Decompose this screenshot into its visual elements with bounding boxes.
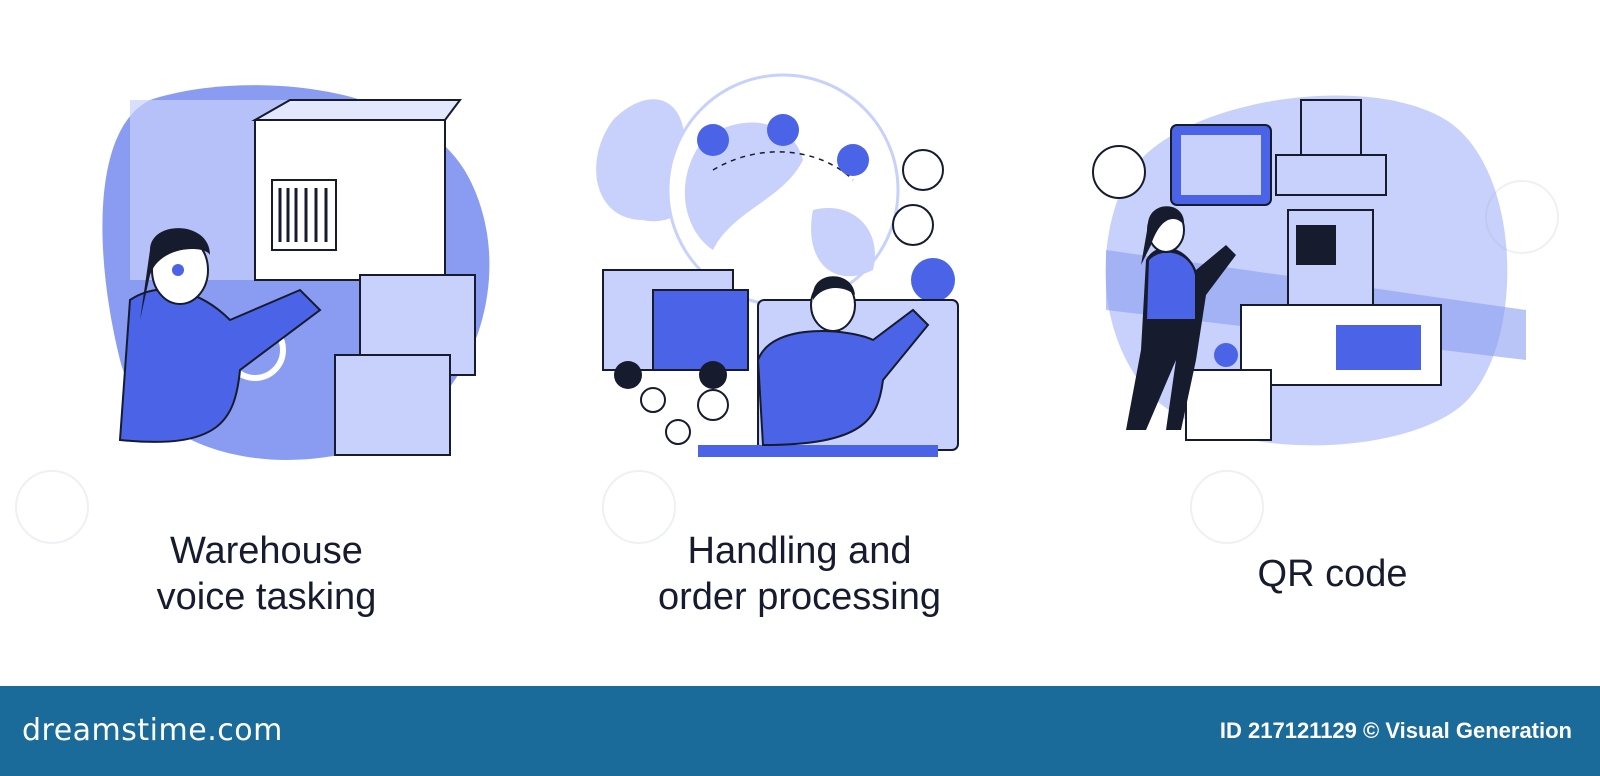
- watermark-icon: [15, 470, 89, 544]
- caption-line: order processing: [657, 576, 942, 618]
- open-box-icon: [1185, 369, 1272, 441]
- footer-bar: dreamstime.com ID 217121129 © Visual Gen…: [0, 686, 1600, 776]
- box-icon: [902, 149, 944, 191]
- dollar-coin-icon: [640, 387, 666, 413]
- plane-pin-icon: [767, 114, 799, 146]
- box-icon: [334, 354, 451, 456]
- dollar-coin-icon: [665, 419, 691, 445]
- cart-icon: [911, 258, 955, 302]
- caption-line: Handling and: [687, 530, 912, 572]
- location-pin-icon: [1092, 145, 1146, 199]
- watermark-icon: [1190, 470, 1264, 544]
- watermark-icon: [1485, 180, 1559, 254]
- scanner-device-icon: [1275, 154, 1387, 196]
- location-pin-icon: [1214, 343, 1238, 367]
- headset-icon: [172, 264, 184, 276]
- watermark-icon: [602, 470, 676, 544]
- panel-warehouse-voice-tasking: Warehouse voice tasking: [0, 0, 533, 686]
- footer-credit: ID 217121129 © Visual Generation: [1219, 718, 1572, 743]
- order-processing-illustration: [596, 73, 959, 457]
- dollar-coin-icon: [697, 389, 729, 421]
- caption-line: Warehouse: [170, 530, 363, 572]
- box-icon: [1300, 99, 1362, 156]
- footer-logo: dreamstime.com: [22, 713, 283, 748]
- truck-pin-icon: [697, 124, 729, 156]
- qr-code-illustration: [1092, 95, 1526, 446]
- warehouse-voice-illustration: [102, 85, 490, 460]
- ship-pin-icon: [837, 144, 869, 176]
- caption-line: QR code: [1257, 553, 1408, 595]
- panel-qr-code: QR code: [1066, 0, 1599, 686]
- phone-icon: [892, 204, 934, 246]
- caption-line: voice tasking: [156, 576, 377, 618]
- qr-code-icon: [1296, 225, 1336, 265]
- panel-order-processing: Handling and order processing: [533, 0, 1066, 686]
